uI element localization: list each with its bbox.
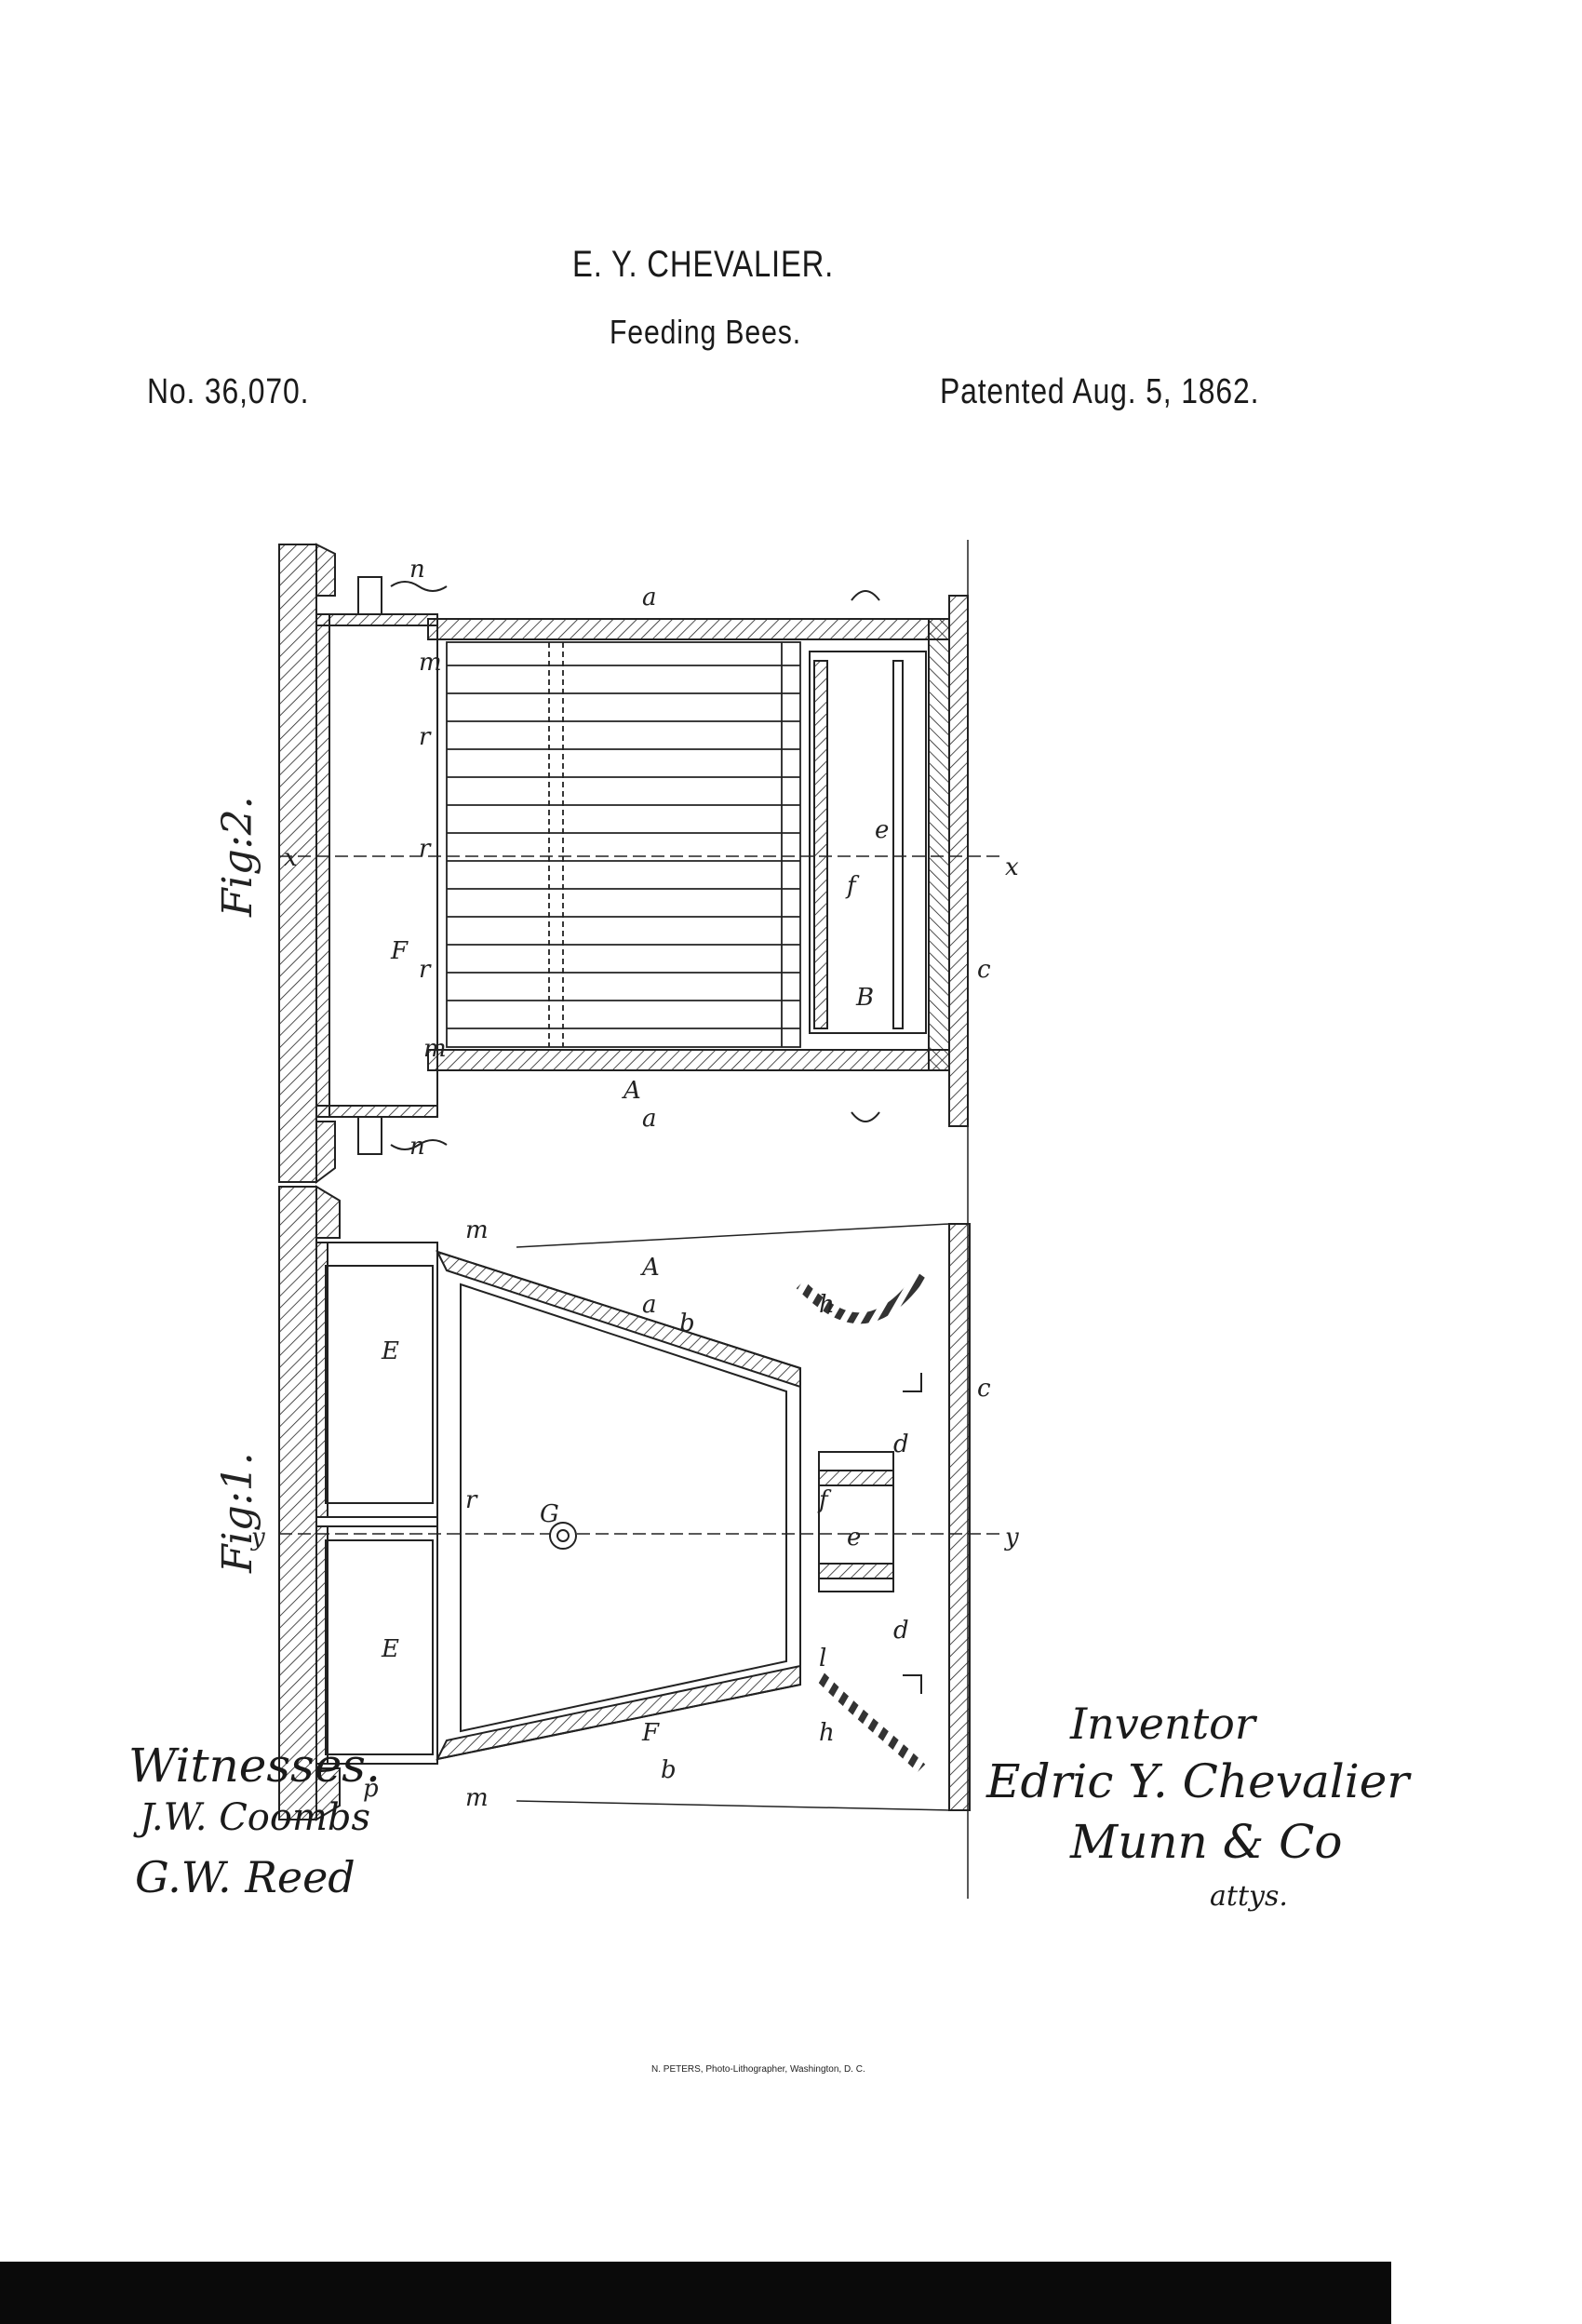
attorney-signature: Munn & Co bbox=[1070, 1815, 1343, 1869]
svg-text:r: r bbox=[465, 1486, 478, 1514]
svg-text:n: n bbox=[409, 556, 425, 584]
svg-text:m: m bbox=[419, 649, 442, 677]
fig1-chamber-upper bbox=[315, 1242, 438, 1518]
fig2-base bbox=[948, 595, 969, 1127]
fig2-top-board bbox=[278, 544, 317, 1183]
fig2-label: Fig:2. bbox=[214, 796, 261, 918]
svg-text:c: c bbox=[977, 1375, 991, 1403]
fig2-body-wall-top bbox=[427, 618, 950, 640]
svg-text:r: r bbox=[419, 956, 432, 984]
fig1-inner-frame bbox=[460, 1283, 787, 1733]
figure-1 bbox=[278, 1185, 1000, 1899]
svg-text:e: e bbox=[875, 816, 889, 844]
svg-text:h: h bbox=[819, 1291, 835, 1319]
svg-text:f: f bbox=[845, 872, 860, 900]
fig2-top-chamber bbox=[315, 613, 438, 1118]
svg-text:c: c bbox=[977, 956, 991, 984]
fig2-body-wall-bottom bbox=[427, 1049, 950, 1071]
svg-text:r: r bbox=[419, 835, 432, 863]
svg-text:x: x bbox=[284, 844, 298, 872]
figure-2 bbox=[278, 540, 1000, 1191]
svg-text:m: m bbox=[423, 1035, 447, 1063]
svg-text:d: d bbox=[893, 1617, 909, 1645]
svg-text:l: l bbox=[819, 1645, 826, 1672]
fig2-hinge-upper bbox=[357, 576, 382, 615]
lithographer-credit: N. PETERS, Photo-Lithographer, Washingto… bbox=[651, 2064, 865, 2075]
svg-text:A: A bbox=[622, 1077, 641, 1105]
svg-text:E: E bbox=[381, 1635, 399, 1663]
witnesses-label: Witnesses. bbox=[128, 1739, 381, 1793]
fig1-rope-upper bbox=[796, 1271, 926, 1324]
svg-text:n: n bbox=[409, 1133, 425, 1161]
svg-text:B: B bbox=[855, 984, 874, 1012]
svg-text:A: A bbox=[640, 1254, 660, 1282]
svg-text:d: d bbox=[893, 1431, 909, 1458]
patent-number: No. 36,070. bbox=[147, 372, 310, 411]
svg-text:y: y bbox=[1004, 1524, 1019, 1552]
svg-text:F: F bbox=[641, 1719, 660, 1747]
witness-signature-1: J.W. Coombs bbox=[140, 1796, 371, 1839]
witness-signature-2: G.W. Reed bbox=[135, 1852, 355, 1902]
patent-title: Feeding Bees. bbox=[610, 313, 801, 351]
svg-text:a: a bbox=[642, 1105, 657, 1133]
svg-text:m: m bbox=[465, 1216, 489, 1244]
svg-text:b: b bbox=[679, 1310, 695, 1337]
fig1-top-board bbox=[278, 1186, 317, 1820]
svg-text:x: x bbox=[1005, 853, 1019, 881]
svg-text:y: y bbox=[250, 1524, 265, 1552]
ref-a-1: a bbox=[642, 584, 657, 611]
fig1-valve-g bbox=[549, 1522, 577, 1550]
fig1-feeder bbox=[818, 1451, 894, 1592]
fig1-label: Fig:1. bbox=[214, 1452, 261, 1574]
svg-text:h: h bbox=[819, 1719, 835, 1747]
fig2-feeder-box bbox=[809, 651, 927, 1034]
attorney-label: attys. bbox=[1210, 1880, 1288, 1913]
svg-text:p: p bbox=[363, 1775, 379, 1803]
svg-text:f: f bbox=[817, 1486, 832, 1514]
inventor-name-heading: E. Y. CHEVALIER. bbox=[572, 244, 835, 285]
svg-text:m: m bbox=[465, 1784, 489, 1812]
patent-date: Patented Aug. 5, 1862. bbox=[940, 372, 1260, 411]
svg-text:b: b bbox=[661, 1756, 677, 1784]
svg-text:F: F bbox=[390, 937, 409, 965]
reference-letters: a n m r r F r m n a A e f B c x x A a b … bbox=[250, 556, 1019, 1812]
fig2-hinge-lower bbox=[357, 1116, 382, 1155]
fig1-chamber-lower bbox=[315, 1525, 438, 1765]
inventor-signature: Edric Y. Chevalier bbox=[986, 1754, 1410, 1808]
svg-text:e: e bbox=[847, 1524, 861, 1552]
svg-text:G: G bbox=[540, 1500, 559, 1528]
fig2-top-lip-upper bbox=[315, 543, 336, 597]
scan-border-band bbox=[0, 2262, 1391, 2324]
fig2-top-lip-lower bbox=[315, 1121, 336, 1184]
svg-text:r: r bbox=[419, 723, 432, 751]
fig1-base bbox=[948, 1223, 971, 1811]
svg-text:a: a bbox=[642, 1291, 657, 1319]
inventor-label: Inventor bbox=[1070, 1699, 1255, 1749]
fig2-comb-frames bbox=[446, 641, 801, 1048]
fig1-rope-lower bbox=[814, 1671, 926, 1773]
fig2-body-wall-right bbox=[928, 618, 950, 1071]
svg-text:E: E bbox=[381, 1337, 399, 1365]
